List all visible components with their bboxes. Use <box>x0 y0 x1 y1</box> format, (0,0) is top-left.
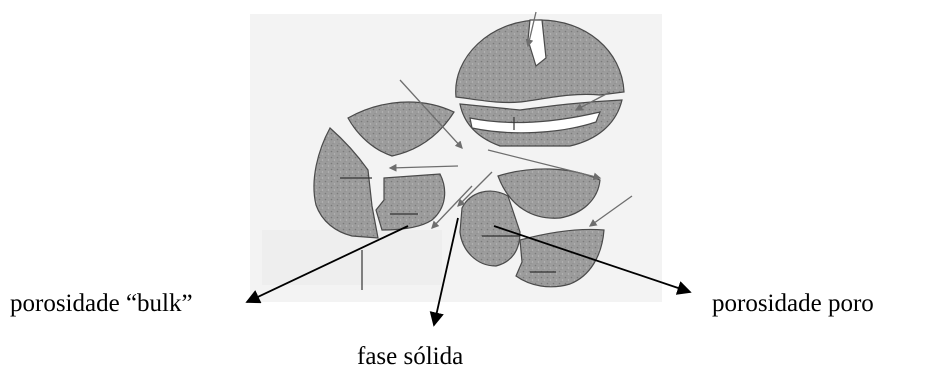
label-pore-porosity: porosidade poro <box>712 290 874 317</box>
label-bulk-porosity: porosidade “bulk” <box>10 290 193 317</box>
label-solid-phase: fase sólida <box>357 343 463 370</box>
panel-shade <box>262 230 442 285</box>
